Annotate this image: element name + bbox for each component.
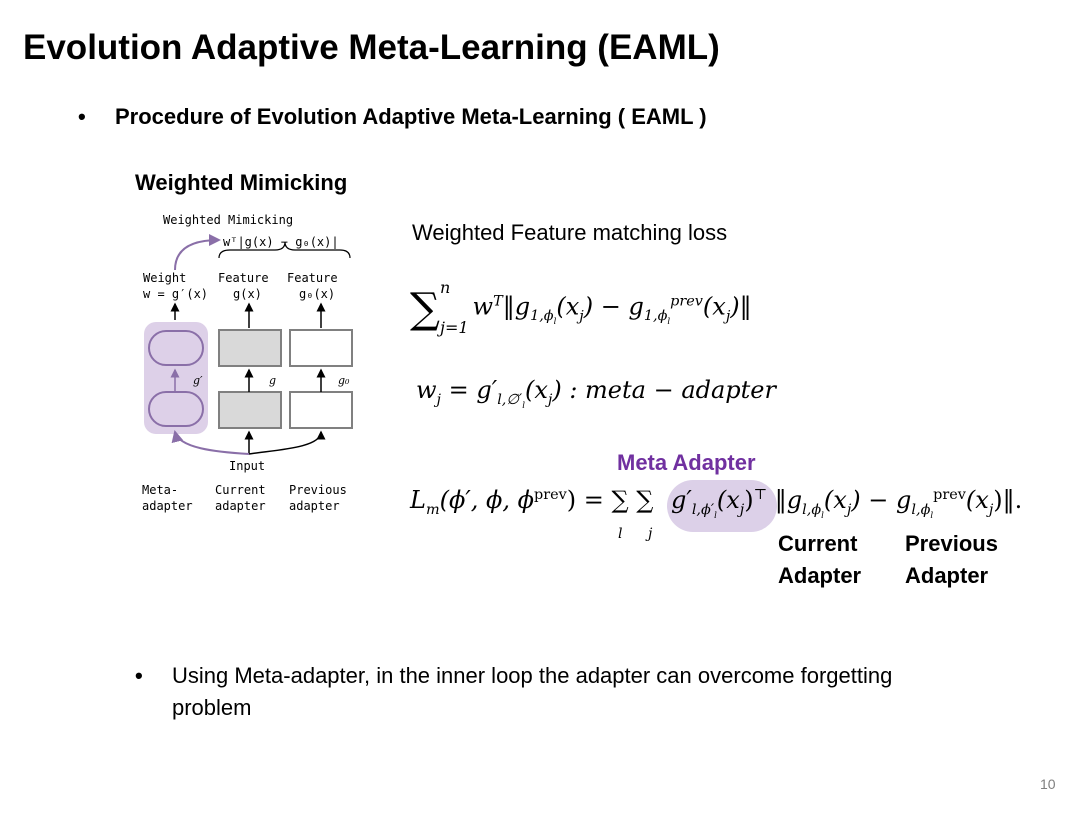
meta-adapter-label: Meta Adapter: [617, 450, 756, 475]
col1-label-2: w = g′(x): [143, 287, 208, 301]
meta-block-bottom: [148, 391, 204, 427]
col3-label-1: Feature: [287, 271, 338, 285]
weight-to-loss-arrow: [174, 234, 221, 271]
previous-block-bottom: [289, 391, 353, 429]
col1-label-1: Weight: [143, 271, 186, 285]
main-bullet-text: Procedure of Evolution Adaptive Meta-Lea…: [115, 104, 707, 129]
diagram-brace: [218, 241, 351, 259]
col3-arrow-label: g₀: [338, 374, 350, 387]
page-number: 10: [1040, 776, 1056, 792]
meta-adapter-weight-equation: wj = g′l,∅′l(xj) : meta − adapter: [416, 376, 776, 411]
diagram-top-label: Weighted Mimicking: [163, 213, 293, 227]
bottom3-label-1: Previous: [289, 483, 347, 497]
weighted-loss-label: Weighted Feature matching loss: [412, 220, 728, 245]
current-adapter-label: Current Adapter: [778, 531, 862, 588]
current-block-bottom: [218, 391, 282, 429]
bullet-dot: •: [78, 104, 86, 129]
bullet-dot-2: •: [135, 663, 143, 688]
second-bullet-text: Using Meta-adapter, in the inner loop th…: [172, 663, 893, 720]
previous-adapter-label: Previous Adapter: [905, 531, 998, 588]
bottom3-label-2: adapter: [289, 499, 340, 513]
col3-label-2: g₀(x): [299, 287, 335, 301]
col1-arrow-label: g′: [193, 374, 203, 387]
meta-block-top: [148, 330, 204, 366]
weighted-mimicking-diagram: Weighted Mimicking wᵀ|g(x) − g₀(x)| Weig…: [142, 213, 353, 513]
bottom1-label-2: adapter: [142, 499, 193, 513]
col2-label-1: Feature: [218, 271, 269, 285]
second-bullet: • Using Meta-adapter, in the inner loop t…: [135, 660, 935, 724]
col2-arrow-label: g: [269, 374, 276, 387]
col2-label-2: g(x): [233, 287, 262, 301]
section-heading: Weighted Mimicking: [135, 170, 348, 195]
bottom1-label-1: Meta-: [142, 483, 178, 497]
bottom2-label-1: Current: [215, 483, 266, 497]
previous-block-top: [289, 329, 353, 367]
current-block-top: [218, 329, 282, 367]
slide-title: Evolution Adaptive Meta-Learning (EAML): [23, 28, 720, 67]
bottom2-label-2: adapter: [215, 499, 266, 513]
input-label: Input: [229, 459, 265, 473]
diagram-top-formula: wᵀ|g(x) − g₀(x)|: [223, 235, 339, 249]
meta-adapter-highlight: [667, 480, 777, 532]
main-bullet: • Procedure of Evolution Adaptive Meta-Le…: [78, 104, 707, 130]
mimicking-loss-equation: Lm(ϕ′, ϕ, ϕprev) = ∑ ∑ g′l,ϕ′l(xj)⊤ ‖gl,…: [410, 486, 1023, 542]
